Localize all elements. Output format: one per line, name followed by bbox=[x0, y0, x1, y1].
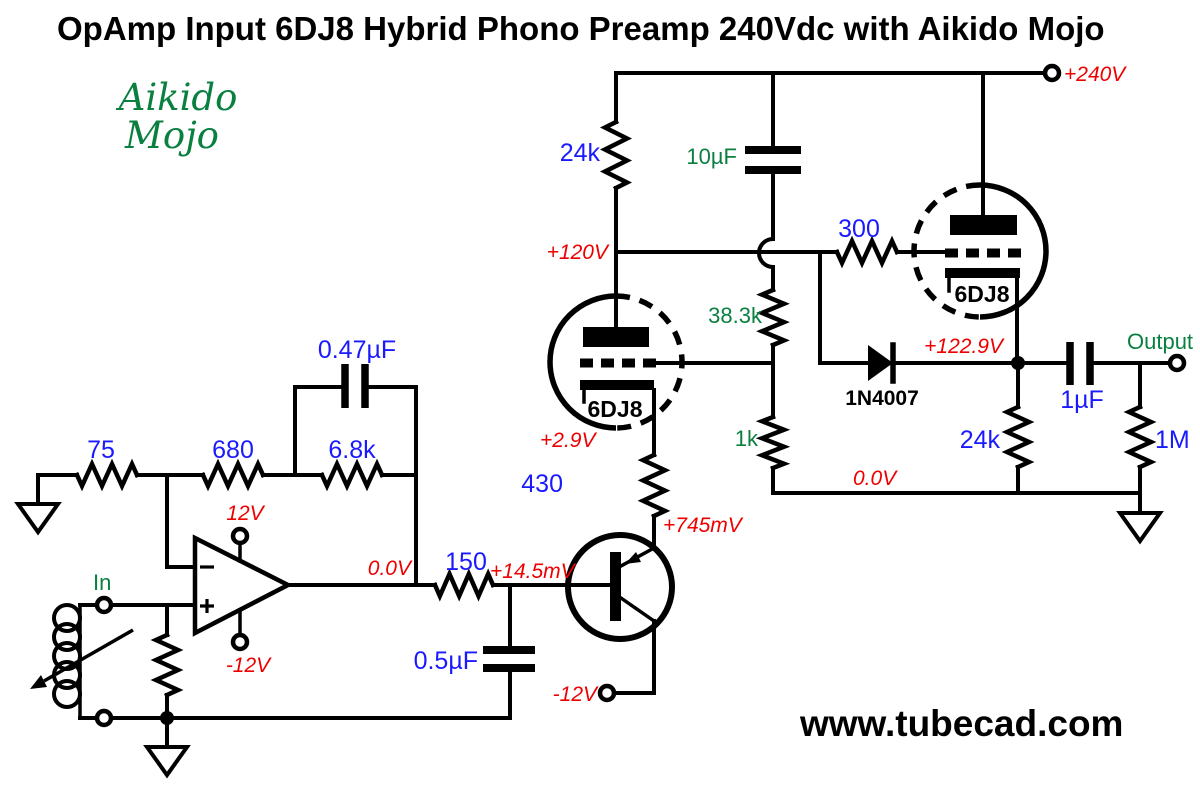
diode-1n4007: 1N4007 bbox=[818, 250, 1020, 410]
output-terminal bbox=[1167, 353, 1187, 373]
plate-mid-label: +120V bbox=[547, 241, 610, 264]
transistor-base-bar bbox=[610, 552, 621, 621]
opamp-vminus-label: -12V bbox=[226, 654, 272, 677]
capacitor-0-47uf: 0.47µF bbox=[318, 336, 396, 408]
ground-icon bbox=[143, 745, 191, 779]
resistor-150-value: 150 bbox=[445, 548, 487, 576]
output-port: Output bbox=[1127, 329, 1193, 373]
noninverting-input-mark bbox=[200, 599, 214, 613]
resistor-38-3k: 38.3k bbox=[708, 287, 790, 419]
opamp-vplus-label: 12V bbox=[226, 502, 265, 525]
ground-rail: 0.0V bbox=[771, 467, 1142, 495]
resistor-24k-top-value: 24k bbox=[560, 139, 601, 167]
resistor-300: 300 bbox=[834, 215, 947, 269]
capacitor-1uf-value: 1µF bbox=[1060, 386, 1104, 414]
transistor-pnp: -12V bbox=[553, 532, 675, 706]
plate-icon bbox=[583, 327, 649, 347]
capacitor-10uf-value: 10µF bbox=[686, 144, 737, 169]
left-cathode-voltage: +2.9V bbox=[540, 429, 597, 452]
opamp-vplus-terminal bbox=[230, 526, 250, 546]
tube-envelope-dashed bbox=[911, 182, 981, 320]
ground-symbol-input bbox=[143, 716, 191, 779]
output-node-voltage: +122.9V bbox=[924, 335, 1005, 358]
tube-left-label: 6DJ8 bbox=[588, 396, 643, 422]
capacitor-0-5uf-value: 0.5µF bbox=[414, 647, 478, 675]
ground-symbol-right bbox=[1116, 491, 1164, 545]
resistor-75 bbox=[74, 458, 140, 492]
input-section: In bbox=[30, 570, 512, 779]
opamp-output-voltage: 0.0V bbox=[368, 557, 413, 580]
capacitor-1uf: 1µF bbox=[1016, 342, 1172, 414]
ground-icon bbox=[1116, 511, 1164, 545]
tube-envelope-solid bbox=[547, 293, 617, 431]
variable-arrow-icon bbox=[30, 628, 134, 689]
website-text: www.tubecad.com bbox=[799, 703, 1123, 744]
ground-icon bbox=[14, 502, 62, 536]
tube-6dj8-left: 6DJ8 bbox=[547, 293, 775, 457]
resistor-6-8k bbox=[319, 458, 385, 492]
resistor-24k-top: 24k bbox=[560, 71, 633, 329]
resistor-430-value: 430 bbox=[521, 470, 563, 498]
emitter-voltage: +745mV bbox=[663, 514, 744, 537]
resistor-1k: 1k bbox=[735, 414, 791, 495]
resistor-680 bbox=[200, 458, 266, 492]
output-label: Output bbox=[1127, 329, 1193, 354]
emitter-supply-label: -12V bbox=[553, 683, 599, 706]
b-plus-terminal bbox=[1042, 63, 1062, 83]
resistor-24k-out: 24k bbox=[960, 361, 1035, 495]
tube-right-label: 6DJ8 bbox=[955, 281, 1010, 307]
input-terminal-top bbox=[94, 595, 114, 615]
resistor-1m-value: 1M bbox=[1155, 426, 1190, 454]
resistor-24k-out-value: 24k bbox=[960, 426, 1001, 454]
opamp: 12V -12V bbox=[192, 502, 293, 677]
aikido-mojo-watermark: Aikido Mojo bbox=[116, 76, 238, 157]
cartridge-coil-icon bbox=[52, 603, 82, 709]
tube-envelope-solid bbox=[979, 182, 1049, 320]
ground-symbol-left bbox=[14, 473, 62, 536]
capacitor-0-47uf-value: 0.47µF bbox=[318, 336, 396, 364]
resistor-300-value: 300 bbox=[838, 215, 880, 243]
emitter-supply-terminal bbox=[597, 683, 617, 703]
resistor-38-3k-value: 38.3k bbox=[708, 303, 763, 328]
cathode-icon bbox=[945, 268, 1020, 278]
opamp-vminus-terminal bbox=[230, 632, 250, 652]
input-label: In bbox=[93, 570, 111, 595]
cathode-icon bbox=[580, 380, 654, 390]
resistor-1m: 1M bbox=[1123, 361, 1190, 495]
feedback-network: 75 680 0.47µF 6.8k bbox=[14, 336, 418, 587]
resistor-1k-value: 1k bbox=[735, 426, 759, 451]
plate-icon bbox=[950, 215, 1017, 235]
plate-mid-rail: +120V bbox=[547, 241, 839, 264]
diode-arrow bbox=[868, 345, 893, 381]
base-drive-network: 0.0V 150 +14.5mV 0.5µF bbox=[286, 548, 612, 720]
ground-rail-label: 0.0V bbox=[853, 467, 898, 490]
input-terminal-bottom bbox=[94, 708, 114, 728]
tube-6dj8-right: 6DJ8 bbox=[911, 71, 1049, 365]
emitter-arrow-icon bbox=[625, 552, 641, 564]
watermark-line2: Mojo bbox=[124, 114, 219, 157]
b-plus-rail: +240V bbox=[614, 63, 1127, 86]
watermark-line1: Aikido bbox=[116, 76, 238, 119]
input-shunt-resistor bbox=[150, 603, 184, 720]
capacitor-10uf: 10µF bbox=[686, 71, 801, 292]
resistor-6-8k-value: 6.8k bbox=[328, 436, 376, 464]
resistor-430: +2.9V 430 +745mV bbox=[521, 429, 744, 550]
base-voltage: +14.5mV bbox=[490, 560, 577, 583]
diode-part-label: 1N4007 bbox=[845, 387, 919, 410]
capacitor-0-5uf: 0.5µF bbox=[414, 583, 535, 720]
resistor-75-value: 75 bbox=[87, 436, 115, 464]
resistor-150 bbox=[432, 568, 496, 602]
resistor-680-value: 680 bbox=[212, 436, 254, 464]
b-plus-label: +240V bbox=[1064, 63, 1127, 86]
page-title: OpAmp Input 6DJ8 Hybrid Phono Preamp 240… bbox=[57, 10, 1105, 47]
